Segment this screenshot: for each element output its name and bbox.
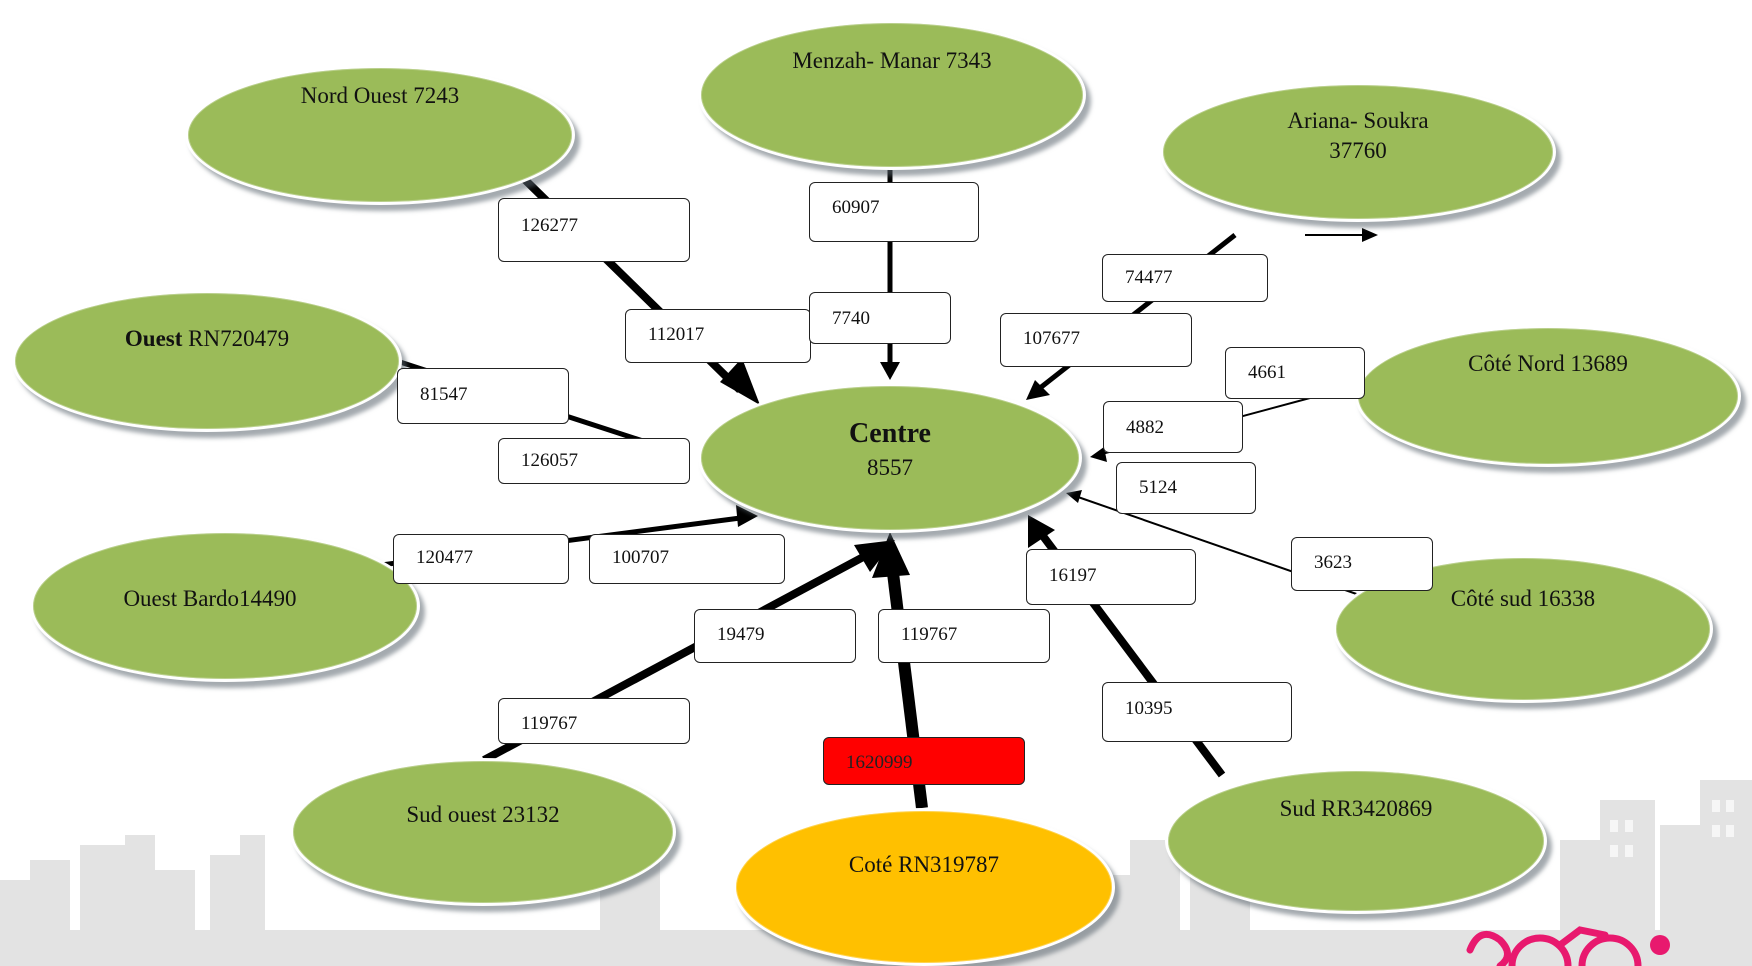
flow-value-box: 7740 (809, 292, 951, 344)
flow-value-box: 74477 (1102, 254, 1268, 302)
flow-value-box: 10395 (1102, 682, 1292, 742)
node-cote-rn3-label: Coté RN319787 (848, 852, 1000, 877)
arrowhead-sud-rr34 (1028, 515, 1055, 548)
flow-value-box: 119767 (498, 698, 690, 744)
node-cote-nord: Côté Nord 13689 (1355, 325, 1741, 467)
flow-value-box: 3623 (1291, 537, 1433, 591)
arrowhead-nord-ouest (720, 358, 760, 405)
arrowhead-cote-nord (1090, 447, 1107, 462)
node-cote-nord-label: Côté Nord 13689 (1468, 351, 1628, 376)
arrowhead-ariana (1026, 380, 1050, 400)
flow-value-box: 81547 (397, 368, 569, 424)
flow-value-box-highlight: 1620999 (823, 737, 1025, 785)
flow-value-box: 120477 (393, 534, 569, 584)
flow-value-box: 4661 (1225, 347, 1365, 399)
node-ouest-rn7-bold: Ouest (124, 326, 183, 351)
node-sud-ouest-label: Sud ouest 23132 (406, 802, 560, 827)
node-ouest-bardo: Ouest Bardo14490 (30, 530, 420, 682)
flow-value-box: 119767 (878, 609, 1050, 663)
node-ouest-rn7: Ouest RN720479 (12, 290, 402, 432)
node-sud-rr34: Sud RR3420869 (1165, 768, 1547, 914)
node-nord-ouest: Nord Ouest 7243 (185, 65, 575, 205)
node-cote-rn3: Coté RN319787 (733, 808, 1115, 966)
node-centre-title: Centre (849, 418, 931, 449)
flow-value-box: 4882 (1103, 401, 1243, 453)
cyclist-logo (1466, 926, 1670, 966)
node-menzah-manar-label: Menzah- Manar 7343 (792, 48, 992, 73)
flow-value-box: 126277 (498, 198, 690, 262)
flow-value-box: 5124 (1116, 462, 1256, 514)
arrowhead-cote-rn3 (872, 532, 910, 578)
flow-value-box: 126057 (498, 438, 690, 484)
node-ariana-soukra-line2: 37760 (1329, 138, 1387, 163)
flow-value-box: 16197 (1026, 549, 1196, 605)
flow-value-box: 107677 (1000, 313, 1192, 367)
node-sud-rr34-label: Sud RR3420869 (1279, 796, 1433, 821)
flow-value-box: 112017 (625, 309, 811, 363)
node-centre-value: 8557 (867, 455, 913, 480)
arrowhead-cote-sud (1066, 490, 1082, 503)
node-menzah-manar: Menzah- Manar 7343 (698, 20, 1086, 170)
arrowhead-menzah (880, 362, 900, 380)
node-sud-ouest: Sud ouest 23132 (290, 758, 676, 906)
node-ouest-bardo-label: Ouest Bardo14490 (123, 586, 297, 611)
node-ariana-soukra: Ariana- Soukra 37760 (1160, 82, 1556, 222)
flow-value-box: 60907 (809, 182, 979, 242)
flow-value-box: 19479 (694, 609, 856, 663)
arrowhead-ariana-arrow (1362, 228, 1378, 242)
node-centre: Centre 8557 (698, 383, 1082, 533)
node-cote-sud-label: Côté sud 16338 (1450, 586, 1596, 611)
arrowhead-ouest-bardo (736, 505, 758, 527)
flow-value-box: 100707 (589, 534, 785, 584)
node-ariana-soukra-line1: Ariana- Soukra (1287, 108, 1429, 133)
node-nord-ouest-label: Nord Ouest 7243 (300, 83, 460, 108)
node-ouest-rn7-label: RN720479 (182, 326, 290, 351)
